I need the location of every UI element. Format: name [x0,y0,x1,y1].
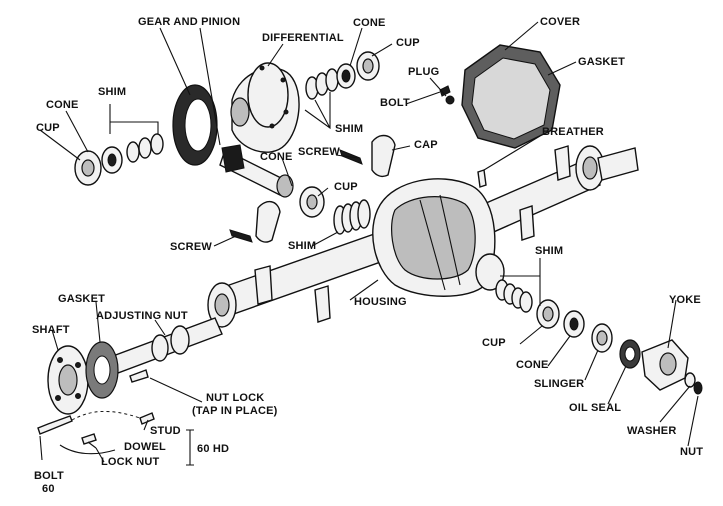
label-shim-right: SHIM [535,245,564,257]
label-gasket-left: GASKET [58,293,106,305]
label-cup-top: CUP [396,37,420,49]
label-cup-left: CUP [36,122,60,134]
label-screw-top: SCREW [298,146,340,158]
label-60-hd: 60 HD [197,443,230,455]
axle-shaft-drawing [37,317,223,455]
label-differential: DIFFERENTIAL [262,32,344,44]
label-screw-left: SCREW [170,241,212,253]
label-nut-lock: NUT LOCK [206,392,265,404]
label-yoke: YOKE [669,294,701,306]
label-lock-nut: LOCK NUT [101,456,160,468]
label-washer: WASHER [627,425,677,437]
leader-lines [39,21,699,466]
label-adjusting-nut: ADJUSTING NUT [96,310,188,322]
label-gasket-top: GASKET [578,56,626,68]
label-dowel: DOWEL [124,441,166,453]
pinion-bearing-drawing [299,186,371,235]
label-cone-right: CONE [516,359,549,371]
label-shim-left: SHIM [98,86,127,98]
label-shim-middle: SHIM [335,123,364,135]
housing-drawing [207,145,639,328]
label-cone-left: CONE [46,99,79,111]
label-shim-pinion: SHIM [288,240,317,252]
label-housing: HOUSING [354,296,407,308]
right-pinion-parts-drawing [495,279,703,395]
label-cup-pinion: CUP [334,181,358,193]
label-cup-right: CUP [482,337,506,349]
label-nut-lock-note: (TAP IN PLACE) [192,405,278,417]
gear-and-pinion-drawing [172,84,294,198]
label-plug: PLUG [408,66,440,78]
caps-drawing [229,134,396,243]
label-stud: STUD [150,425,181,437]
label-cone-top: CONE [353,17,386,29]
label-bolt-bottom-60: 60 [42,483,55,495]
label-oil-seal: OIL SEAL [569,402,622,414]
label-bolt-bottom: BOLT [34,470,64,482]
label-gear-and-pinion: GEAR AND PINION [138,16,241,28]
label-bolt-top: BOLT [380,97,410,109]
top-bearing-drawing [305,51,380,100]
label-cover: COVER [540,16,581,28]
cover-drawing [439,44,561,188]
label-slinger: SLINGER [534,378,585,390]
label-breather: BREATHER [542,126,604,138]
label-cap: CAP [414,139,438,151]
left-bearing-drawing [74,133,164,186]
label-nut: NUT [680,446,704,458]
label-shaft: SHAFT [32,324,70,336]
label-cone-pinion: CONE [260,151,293,163]
differential-drawing [230,62,300,153]
